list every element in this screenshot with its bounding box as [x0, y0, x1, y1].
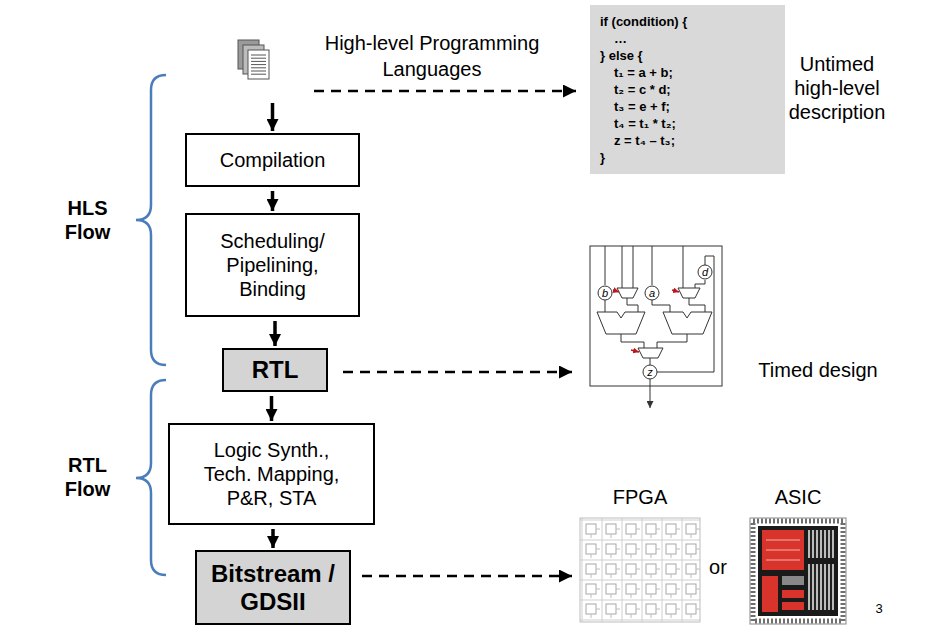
rtl-brace — [136, 380, 166, 575]
dashed-arrow — [362, 575, 572, 578]
code-line: … — [614, 30, 775, 47]
flow-arrow — [271, 529, 275, 548]
description-label: Timed design — [742, 358, 894, 382]
code-line: t₁ = a + b; — [614, 64, 775, 81]
signal-name: a — [644, 285, 660, 301]
code-line: z = t₄ – t₃; — [614, 132, 775, 149]
node-text: Compilation — [198, 148, 348, 172]
target-label: ASIC — [758, 485, 838, 509]
signal-name: d — [697, 264, 713, 280]
node-text: Bitstream / GDSII — [203, 560, 343, 616]
code-line: t₃ = e + f; — [614, 98, 775, 115]
circuit-illustration — [590, 246, 722, 408]
flow-arrow — [271, 191, 275, 211]
output-box: Bitstream / GDSII — [195, 550, 351, 625]
process-box: Scheduling/ Pipelining, Binding — [185, 213, 360, 317]
page-number: 3 — [866, 601, 892, 617]
document-icon — [236, 38, 272, 82]
source-files: High-level Programming Languages — [236, 30, 562, 82]
fpga-picture — [580, 518, 700, 622]
dashed-arrow — [343, 371, 572, 374]
code-line: } — [600, 149, 775, 166]
node-text: High-level Programming Languages — [302, 30, 562, 82]
asic-picture — [750, 518, 846, 624]
node-text: Scheduling/ Pipelining, Binding — [203, 229, 343, 301]
process-box: Compilation — [185, 133, 360, 187]
flow-arrow — [270, 396, 274, 421]
dashed-arrow — [314, 90, 576, 93]
conjunction-label: or — [700, 555, 736, 579]
node-text: Logic Synth., Tech. Mapping, P&R, STA — [197, 438, 347, 510]
code-line: t₄ = t₁ * t₂; — [614, 115, 775, 132]
flow-arrow — [273, 321, 277, 346]
flow-arrow — [271, 103, 275, 131]
code-line: } else { — [600, 47, 775, 64]
target-label: FPGA — [600, 485, 680, 509]
signal-name: b — [597, 285, 613, 301]
process-box: Logic Synth., Tech. Mapping, P&R, STA — [168, 423, 375, 525]
hls-brace — [136, 75, 166, 365]
code-line: t₂ = c * d; — [614, 81, 775, 98]
description-label: Untimed high-level description — [778, 52, 896, 124]
flow-label: RTL Flow — [55, 453, 120, 501]
flow-label: HLS Flow — [55, 196, 120, 244]
code-box: if (condition) {…} else {t₁ = a + b;t₂ =… — [590, 5, 785, 174]
output-box: RTL — [222, 348, 328, 392]
signal-name: z — [642, 364, 658, 380]
node-text: RTL — [230, 356, 320, 384]
code-line: if (condition) { — [600, 13, 775, 30]
